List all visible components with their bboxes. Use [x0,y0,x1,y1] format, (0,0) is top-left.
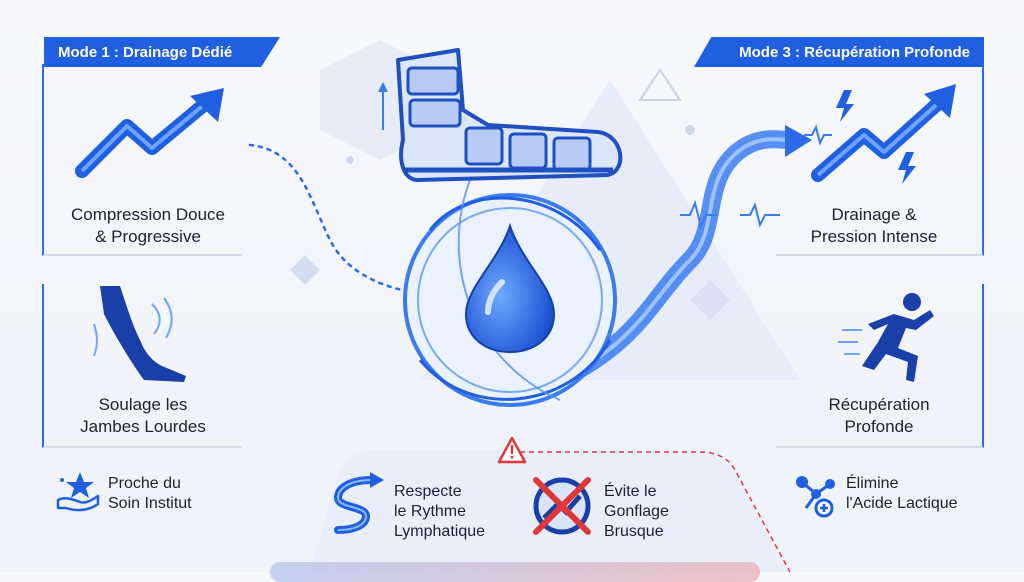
feature-soin-text: Proche du Soin Institut [108,474,192,514]
rising-arrow-icon [75,88,224,178]
feature-soin-line1: Proche du [108,475,181,492]
runner-icon [838,293,934,382]
no-inflate-icon [533,477,591,535]
card-drainage: Drainage & Pression Intense [776,64,984,256]
card-jambes-line1: Soulage les [98,395,188,414]
card-recuperation-text: Récupération Profonde [776,394,982,438]
card-jambes: Soulage les Jambes Lourdes [42,284,242,448]
card-jambes-line2: Jambes Lourdes [80,417,206,436]
feature-acide-text: Élimine l'Acide Lactique [846,474,958,514]
feature-rythme-text: Respecte le Rythme Lymphatique [394,482,485,542]
mode-1-tab: Mode 1 : Drainage Dédié [44,37,280,67]
card-compression-text: Compression Douce & Progressive [54,204,242,248]
feature-rythme-line1: Respecte [394,483,462,500]
bottom-gradient-bar [270,562,760,582]
feature-soin-line2: Soin Institut [108,495,192,512]
card-recuperation-line2: Profonde [844,417,914,436]
feature-acide-line1: Élimine [846,475,899,492]
feature-gonflage-text: Évite le Gonflage Brusque [604,482,669,542]
star-hand-icon [56,472,100,512]
card-recuperation: Récupération Profonde [776,284,984,448]
water-drop-icon [464,222,556,354]
warning-icon [497,436,527,464]
feature-gonflage-line2: Gonflage [604,503,669,520]
feature-gonflage-line1: Évite le [604,483,657,500]
feature-acide-line2: l'Acide Lactique [846,495,958,512]
mode-3-label: Mode 3 : Récupération Profonde [739,43,970,61]
card-drainage-line1: Drainage & [831,205,917,224]
lightning-arrow-icon [804,84,956,184]
wave-arrow-icon [333,472,384,534]
card-drainage-text: Drainage & Pression Intense [776,204,972,248]
card-drainage-line2: Pression Intense [810,227,938,246]
mode-3-tab: Mode 3 : Récupération Profonde [694,37,984,67]
card-compression: Compression Douce & Progressive [42,64,242,256]
feature-gonflage-line3: Brusque [604,523,664,540]
feature-rythme-line2: le Rythme [394,503,467,520]
card-compression-line2: & Progressive [95,227,201,246]
card-jambes-text: Soulage les Jambes Lourdes [44,394,242,438]
molecule-icon [796,476,835,518]
card-recuperation-line1: Récupération [828,395,930,414]
mode-1-label: Mode 1 : Drainage Dédié [58,43,233,61]
card-compression-line1: Compression Douce [70,205,225,224]
feature-rythme-line3: Lymphatique [394,523,486,540]
compression-boot-icon [378,48,623,182]
leg-icon [93,286,186,382]
